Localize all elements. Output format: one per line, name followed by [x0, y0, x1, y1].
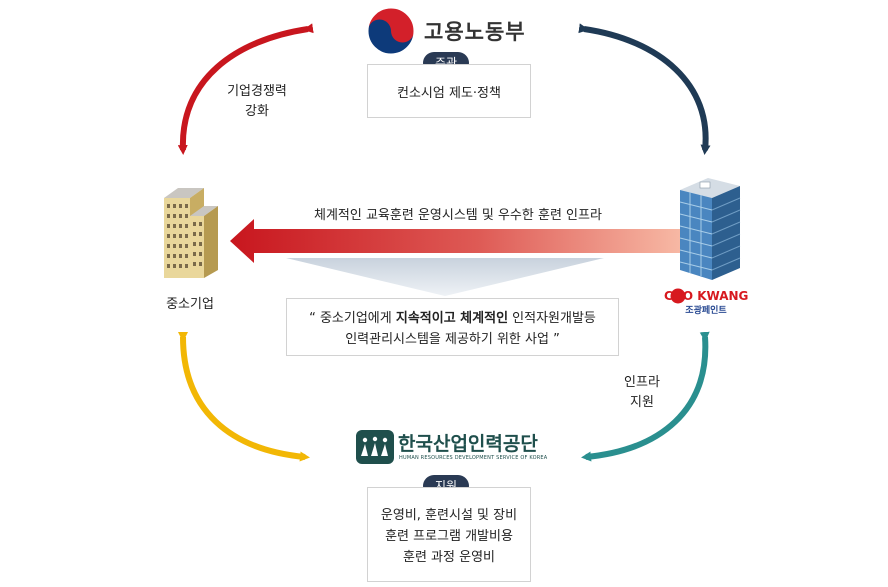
- arrow-moel-chokwang: [578, 23, 711, 155]
- label-competitiveness-line2: 강화: [245, 104, 269, 119]
- hrdk-role-box: 운영비, 훈련시설 및 장비 훈련 프로그램 개발비용 훈련 과정 운영비: [367, 487, 531, 582]
- label-competitiveness-line1: 기업경쟁력: [227, 84, 287, 99]
- quote-line1-bold: 지속적이고 체계적인: [395, 311, 509, 326]
- hrdk-emblem-icon: [356, 430, 394, 464]
- arrow-chokwang-hrdk: [581, 331, 710, 462]
- chokwang-building-icon: [678, 172, 742, 284]
- arrow-down-triangle: [286, 258, 604, 296]
- arrow-infra-horizontal: [230, 219, 680, 263]
- hrdk-role-line: 훈련 프로그램 개발비용: [385, 529, 513, 544]
- quote-line2: 인력관리시스템을 제공하기 위한 사업 ”: [345, 332, 560, 347]
- label-horizontal: 체계적인 교육훈련 운영시스템 및 우수한 훈련 인프라: [314, 208, 602, 223]
- moel-emblem-icon: [366, 6, 416, 56]
- hrdk-role-line: 훈련 과정 운영비: [403, 550, 495, 565]
- label-infra-support: 인프라 지원: [612, 373, 672, 413]
- moel-role-text: 컨소시엄 제도·정책: [397, 86, 501, 101]
- hrdk-name: 한국산업인력공단: [398, 433, 538, 455]
- quote-box: “ 중소기업에게 지속적이고 체계적인 인적자원개발등 인력관리시스템을 제공하…: [286, 298, 619, 356]
- sme-building-icon: [160, 178, 220, 282]
- arrow-moel-sme: [177, 23, 314, 155]
- arrow-sme-hrdk: [177, 331, 310, 462]
- chokwang-logo-text: CHO KWANG: [664, 289, 749, 303]
- label-infra-line2: 지원: [630, 395, 654, 410]
- label-competitiveness: 기업경쟁력 강화: [222, 82, 292, 122]
- quote-line1: “ 중소기업에게 지속적이고 체계적인 인적자원개발등: [287, 308, 618, 329]
- moel-role-box: 컨소시엄 제도·정책: [367, 64, 531, 118]
- chokwang-logo: CHO KWANG: [664, 288, 748, 304]
- hrdk-subtitle: HUMAN RESOURCES DEVELOPMENT SERVICE OF K…: [399, 455, 548, 461]
- hrdk-role-line: 운영비, 훈련시설 및 장비: [380, 508, 518, 523]
- chokwang-logo-sub: 조광페인트: [685, 306, 727, 316]
- sme-label: 중소기업: [166, 297, 214, 312]
- quote-line1-a: “ 중소기업에게: [309, 311, 396, 326]
- moel-name: 고용노동부: [424, 20, 526, 44]
- quote-line1-b: 인적자원개발등: [508, 311, 596, 326]
- label-infra-line1: 인프라: [624, 375, 660, 390]
